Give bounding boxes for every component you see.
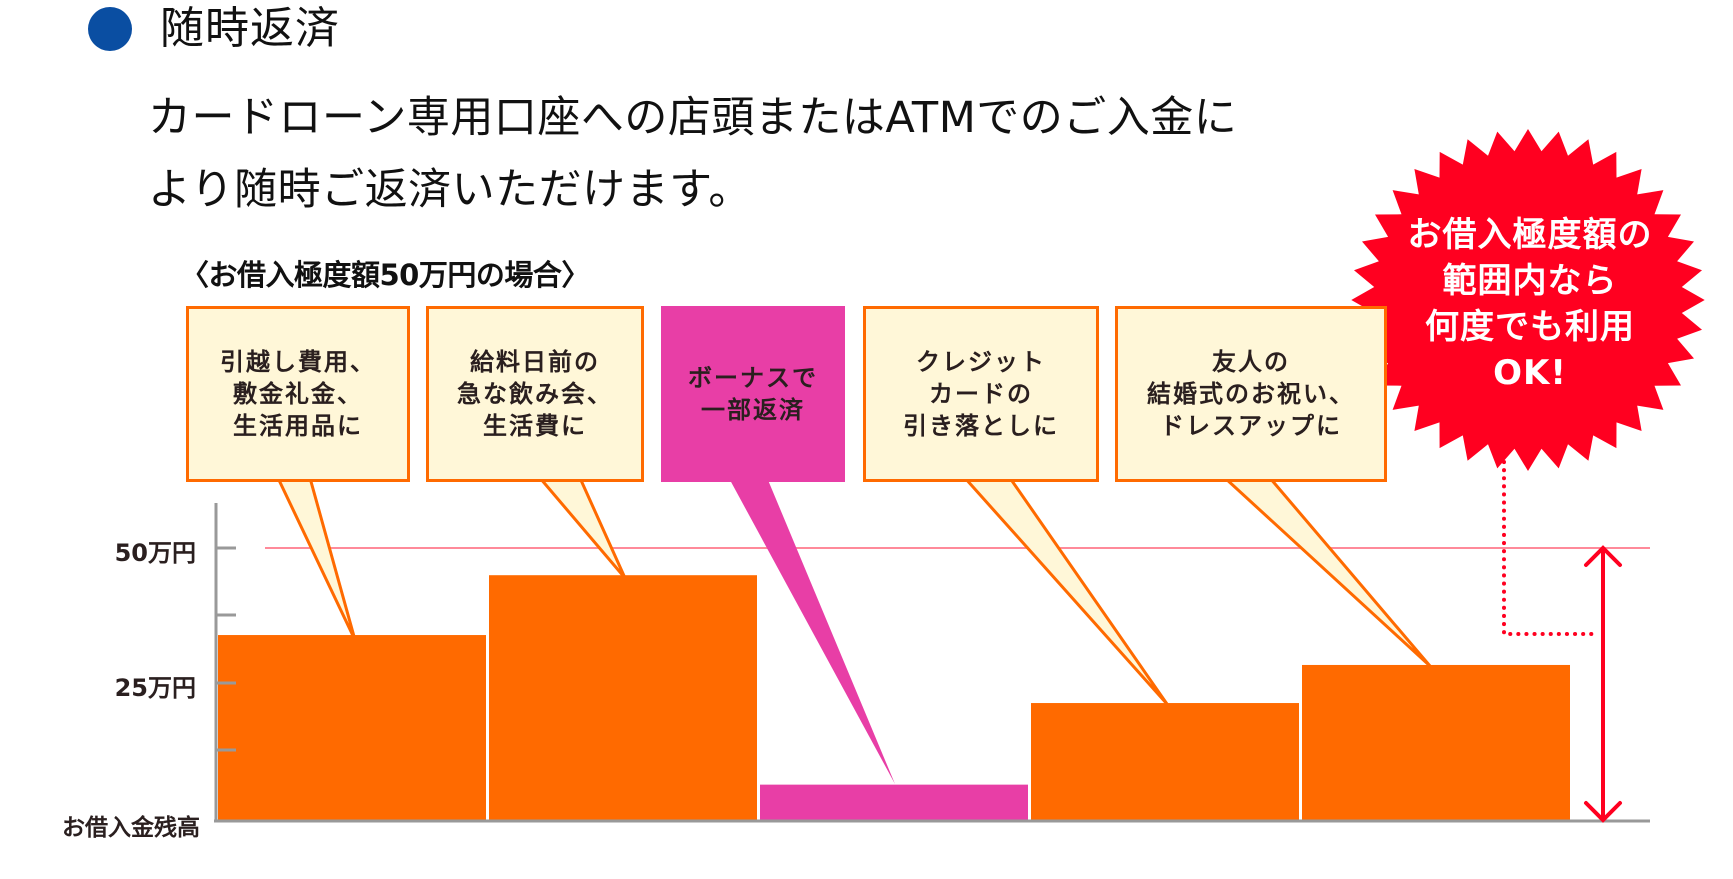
bubble-tail-2 [536,476,627,579]
bubble-tail-5 [1221,476,1432,668]
bar-4 [1031,703,1299,820]
dotted-connector [1502,460,1600,636]
bubble-text: ボーナスで 一部返済 [688,364,818,424]
bubble-text: 友人の 結婚式のお祝い、 ドレスアップに [1147,348,1355,440]
chart-title: 〈お借入極度額50万円の場合〉 [180,258,590,292]
starburst-badge [1351,129,1705,471]
bubble-text: クレジット カードの 引き落としに [903,348,1059,440]
bubble-tail-1 [275,476,357,641]
y-ticks [216,546,236,752]
bubble-tail-4 [961,476,1169,705]
bullet-dot-icon [88,7,132,51]
bubble-pre-payday: 給料日前の 急な飲み会、 生活費に [426,306,644,482]
bubble-tail-3 [730,480,895,784]
bar-3 [760,784,1028,820]
section-heading: 随時返済 [88,4,340,54]
section-title: 随時返済 [160,3,340,54]
bar-1 [218,635,486,820]
description-line-1: カードローン専用口座への店頭またはATMでのご入金に [148,93,1238,143]
bubble-wedding: 友人の 結婚式のお祝い、 ドレスアップに [1115,306,1387,482]
bar-5 [1302,664,1570,820]
bubble-bonus-repayment: ボーナスで 一部返済 [661,306,845,482]
y-axis-title: お借入金残高 [62,815,200,841]
bars [218,575,1570,820]
description: カードローン専用口座への店頭またはATMでのご入金に より随時ご返済いただけます… [148,82,1237,226]
starburst-text: お借入極度額の 範囲内なら 何度でも利用 OK! [1407,215,1653,393]
double-arrow-icon [1584,545,1622,823]
bubble-moving-costs: 引越し費用、 敷金礼金、 生活用品に [186,306,410,482]
bubble-text: 給料日前の 急な飲み会、 生活費に [457,348,613,440]
bubble-credit-card: クレジット カードの 引き落としに [863,306,1099,482]
y-label-25: 25万円 [114,674,196,702]
description-line-2: より随時ご返済いただけます。 [148,165,752,215]
bubble-text: 引越し費用、 敷金礼金、 生活用品に [220,348,376,440]
bar-2 [489,575,757,820]
y-label-50: 50万円 [114,539,196,567]
